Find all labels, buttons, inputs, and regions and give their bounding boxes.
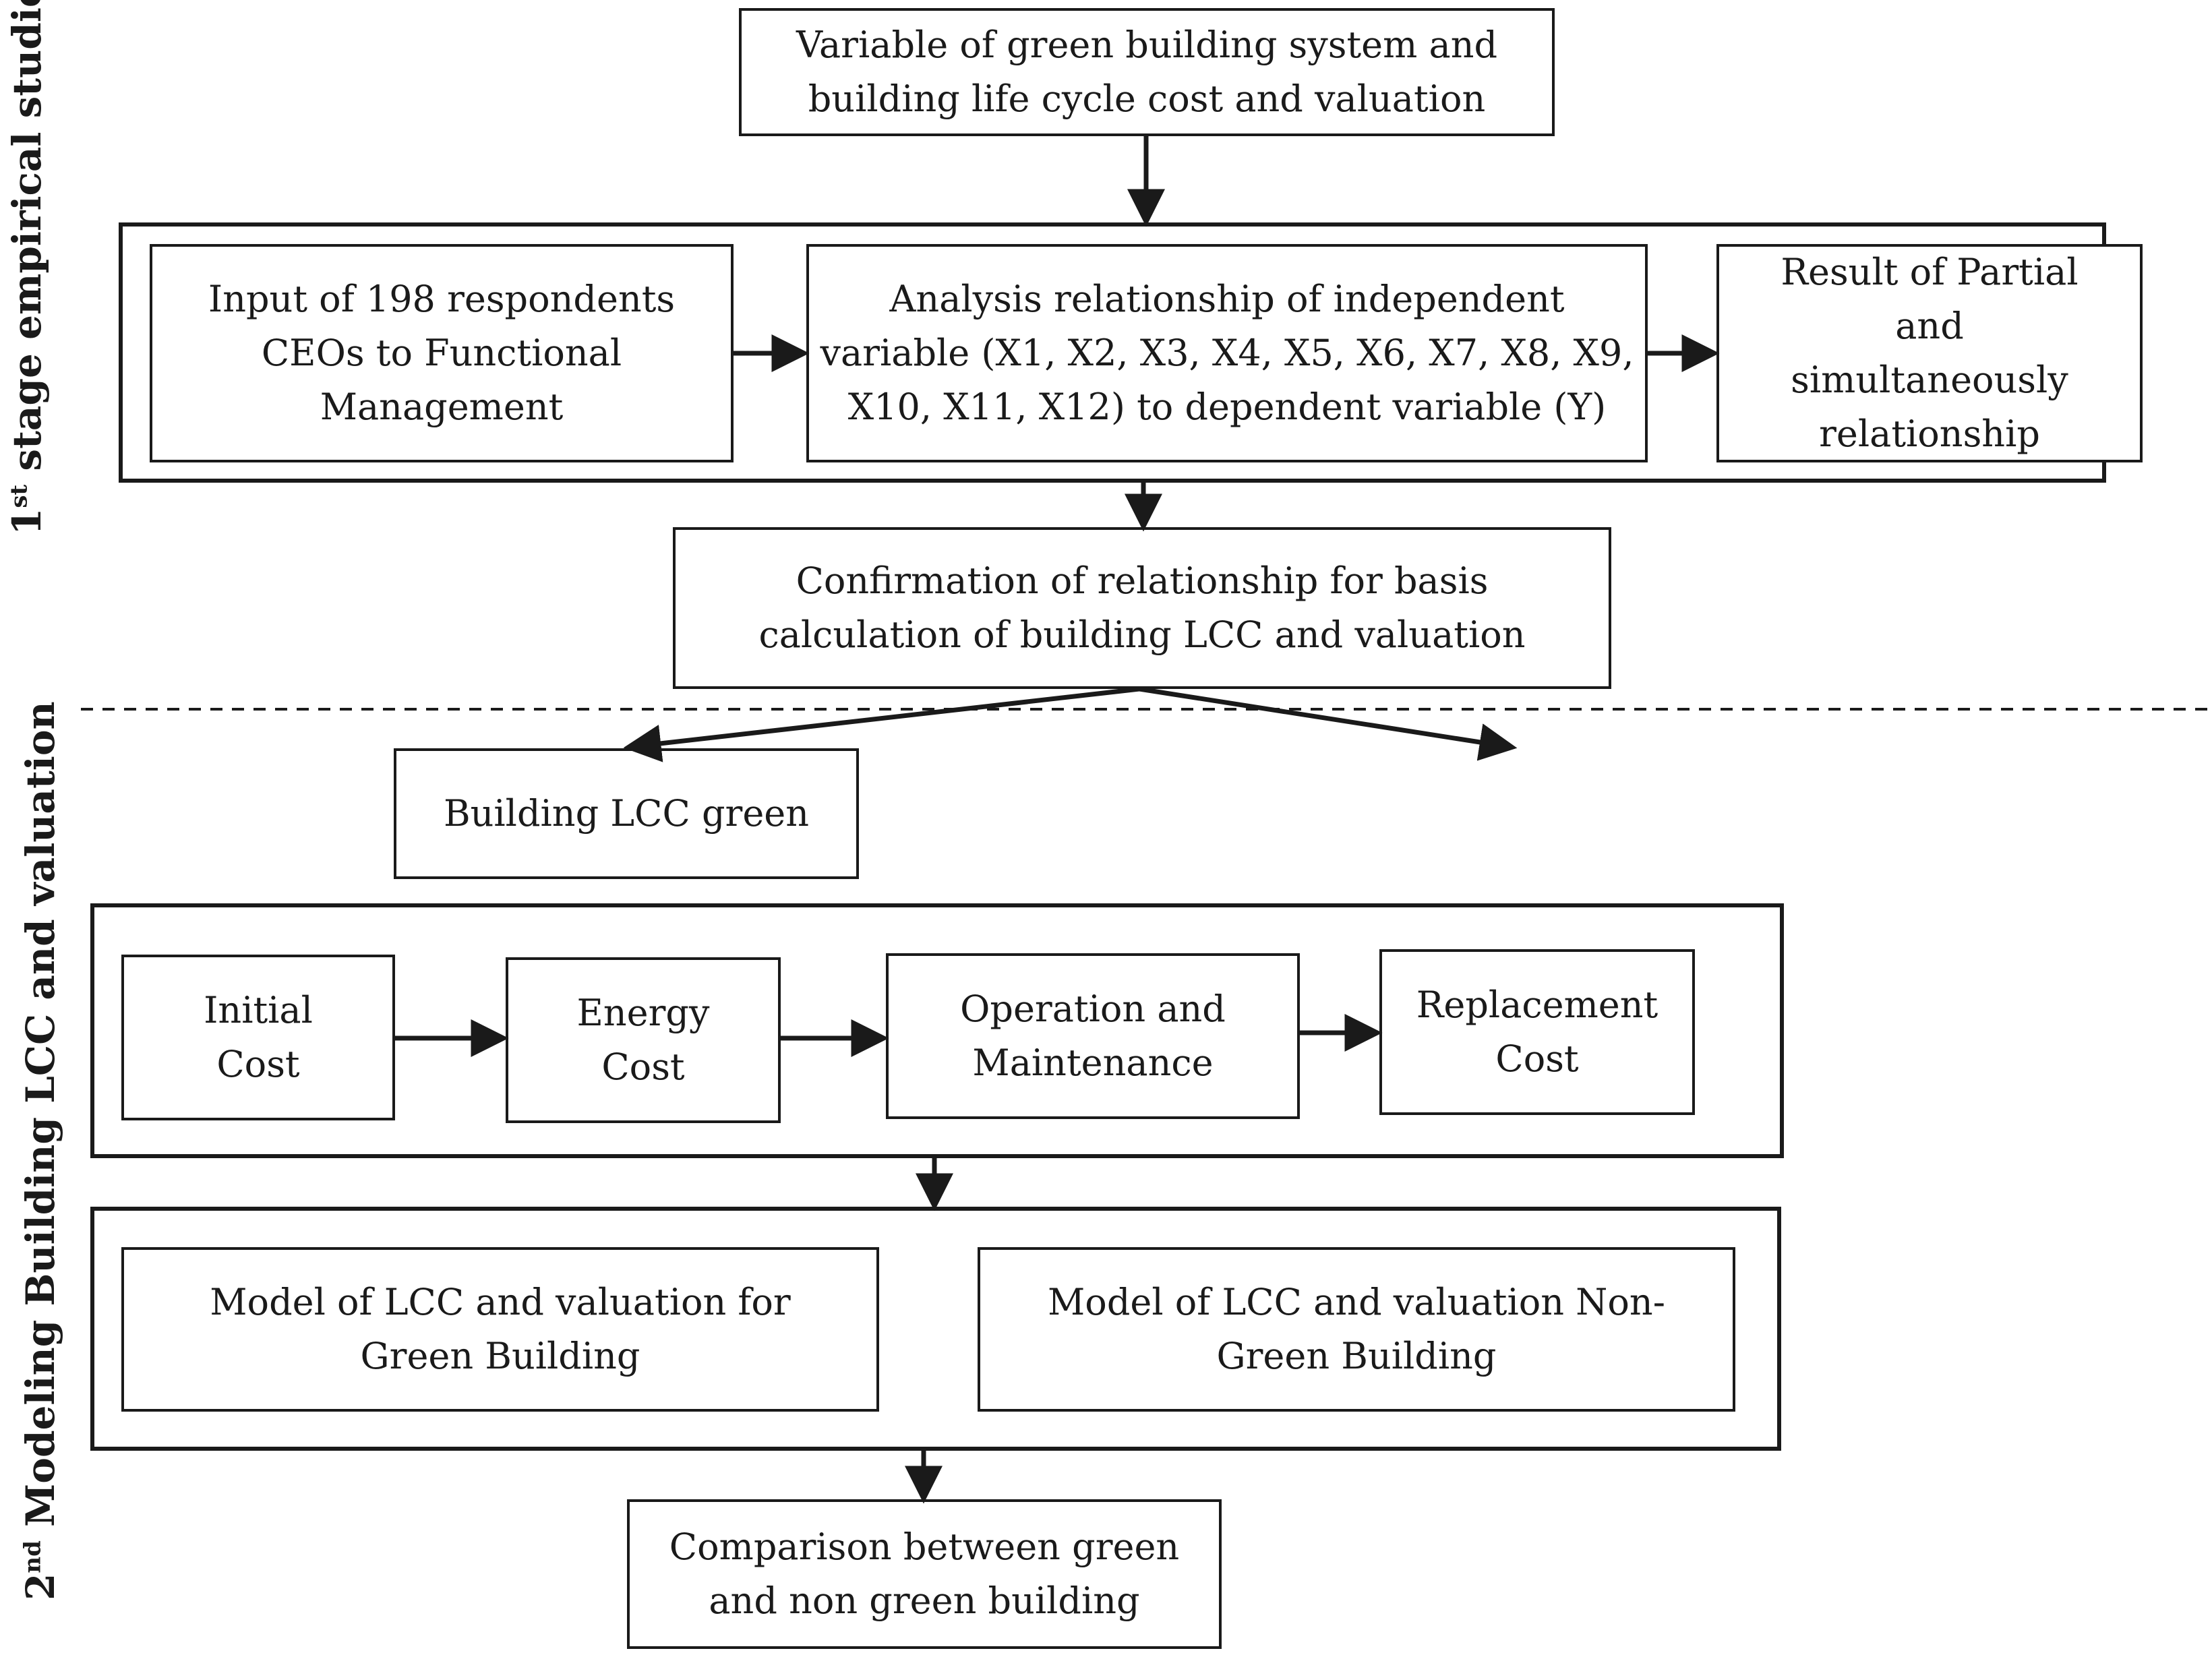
energy-cost-node: Energy Cost (506, 957, 781, 1123)
confirmation-node: Confirmation of relationship for basis c… (673, 527, 1611, 689)
lcc-green-node: Building LCC green (394, 748, 859, 879)
input-node: Input of 198 respondents CEOs to Functio… (150, 244, 734, 462)
variables-node: Variable of green building system and bu… (739, 8, 1555, 136)
model-non-green-node: Model of LCC and valuation Non- Green Bu… (978, 1247, 1735, 1412)
comparison-node: Comparison between green and non green b… (627, 1499, 1222, 1649)
initial-cost-node: Initial Cost (121, 955, 395, 1120)
result-node: Result of Partial and simultaneously rel… (1716, 244, 2143, 462)
arrow-confirmation-to-right (1139, 686, 1518, 761)
arrow-confirmation-to-lcc-green (623, 686, 1140, 762)
lcc-components-group (90, 903, 1784, 1158)
model-green-node: Model of LCC and valuation for Green Bui… (121, 1247, 879, 1412)
operation-maintenance-node: Operation and Maintenance (886, 953, 1300, 1119)
analysis-node: Analysis relationship of independent var… (806, 244, 1648, 462)
